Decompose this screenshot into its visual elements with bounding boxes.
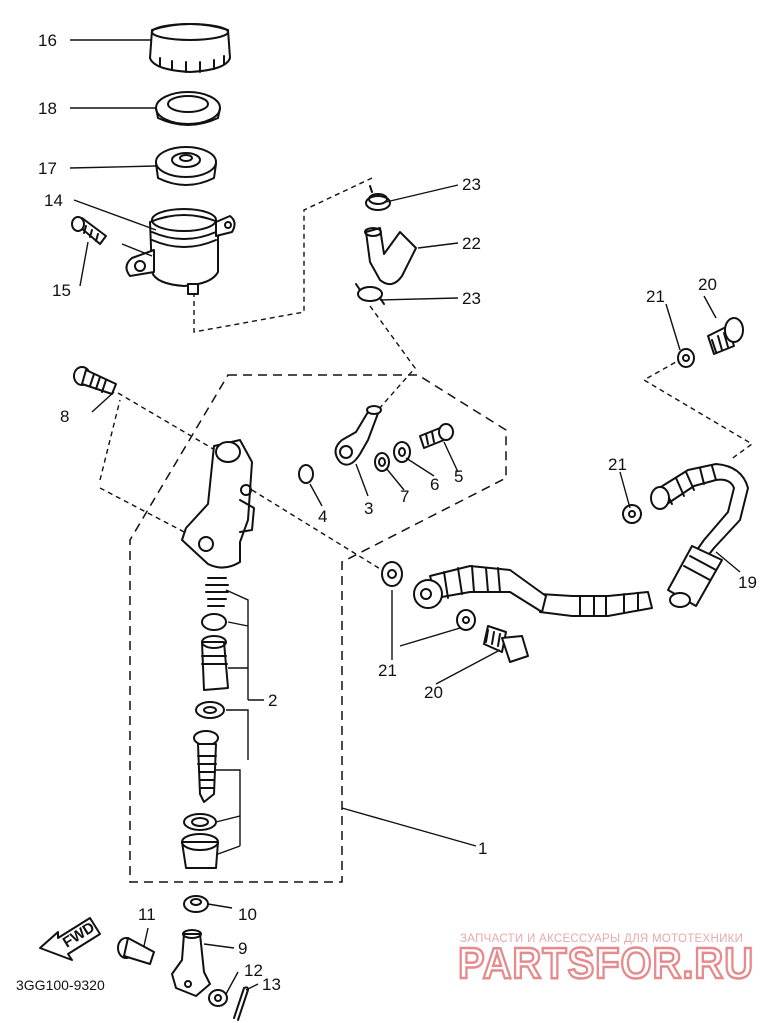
dust-boot (181, 833, 219, 869)
pin-11 (117, 937, 155, 965)
washer-12 (208, 989, 228, 1007)
callout-21-lower: 21 (378, 661, 397, 680)
callout-18: 18 (38, 99, 57, 118)
leader-banjo-right (642, 357, 754, 461)
master-cylinder-body (181, 439, 255, 569)
washer-21-left (381, 561, 403, 587)
callout-1: 1 (478, 839, 487, 858)
circlip-7 (374, 452, 390, 472)
callout-21-upper: 21 (646, 287, 665, 306)
callout-5: 5 (454, 467, 463, 486)
callout-12: 12 (244, 961, 263, 980)
bracket-part-2 (215, 589, 264, 855)
hose-joint (334, 405, 382, 466)
screw-15 (71, 216, 107, 245)
piston-cup (201, 613, 227, 631)
callout-19: 19 (738, 573, 757, 592)
union-bolt-20-upper (707, 317, 744, 355)
callout-20-lower: 20 (424, 683, 443, 702)
washer-21-lower (456, 609, 476, 631)
callout-8: 8 (60, 407, 69, 426)
callout-15: 15 (52, 281, 71, 300)
piston (201, 635, 229, 691)
piston-seal (195, 701, 225, 719)
spring (205, 577, 229, 607)
cotter-pin-13 (233, 986, 249, 1021)
watermark-tagline: ЗАПЧАСТИ И АКСЕССУАРЫ ДЛЯ МОТОТЕХНИКИ (460, 933, 743, 945)
push-rod (193, 730, 219, 803)
callout-16: 16 (38, 31, 57, 50)
leader-hose-joint (369, 305, 416, 411)
callout-17: 17 (38, 159, 57, 178)
leader-banjo-left (251, 489, 391, 576)
callout-14: 14 (44, 191, 63, 210)
callout-6: 6 (430, 475, 439, 494)
callout-23-upper: 23 (462, 175, 481, 194)
snap-ring (183, 813, 217, 831)
assembly-outline (129, 374, 507, 883)
reservoir-hose (364, 227, 417, 286)
diaphragm (155, 146, 217, 186)
washer-6 (393, 441, 411, 463)
screw-5 (419, 423, 454, 449)
callout-21-mid: 21 (608, 455, 627, 474)
callout-7: 7 (400, 487, 409, 506)
callout-23-lower: 23 (462, 289, 481, 308)
callout-4: 4 (318, 507, 327, 526)
fwd-arrow-icon: FWD (39, 917, 101, 961)
reservoir-cap (149, 23, 231, 73)
reservoir-tank (125, 208, 236, 295)
callout-11: 11 (138, 905, 156, 924)
callout-13: 13 (262, 975, 281, 994)
leader-reservoir-hose (193, 177, 373, 333)
callout-3: 3 (364, 499, 373, 518)
callout-22: 22 (462, 234, 481, 253)
clevis-9 (171, 929, 211, 997)
callout-10: 10 (238, 905, 257, 924)
leader-lines (69, 39, 741, 995)
union-bolt-20-lower (483, 625, 529, 663)
hose-clip-23-lower (355, 283, 385, 305)
washer-21-mid (622, 504, 642, 524)
brake-hose (413, 463, 749, 617)
washer-21-upper (677, 348, 695, 368)
diagram-code: 3GG100-9320 (16, 977, 105, 993)
hose-clip-23-upper (365, 185, 391, 211)
nut-10 (183, 895, 209, 913)
callout-2: 2 (268, 691, 277, 710)
diaphragm-plate (155, 91, 221, 126)
o-ring (298, 464, 314, 484)
bolt-8 (73, 366, 117, 395)
leader-bolt-8 (99, 392, 216, 536)
watermark-logo: PARTSFOR.RU (458, 939, 754, 988)
callout-9: 9 (238, 939, 247, 958)
callout-20-upper: 20 (698, 275, 717, 294)
